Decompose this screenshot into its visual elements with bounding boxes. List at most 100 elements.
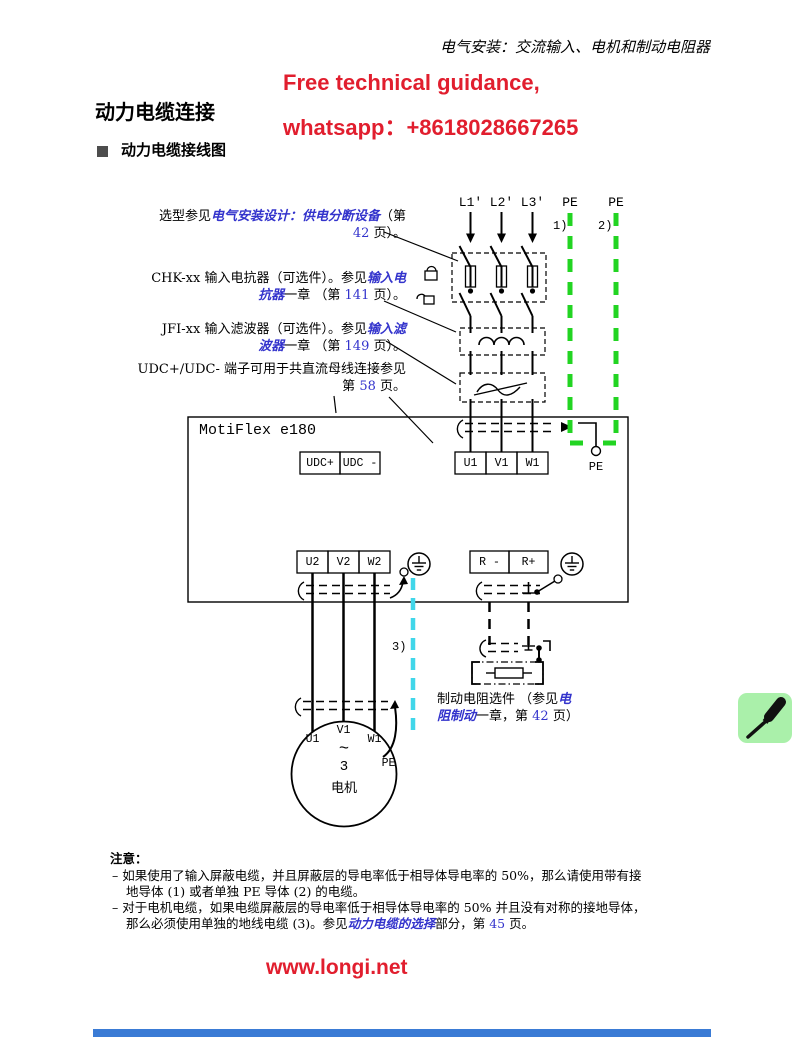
label-l1: L1' xyxy=(458,195,483,210)
supply-arrowheads xyxy=(466,233,537,294)
terminal-u1-label: U1 xyxy=(463,457,478,470)
callout-text: 选型参见 xyxy=(158,209,211,224)
motor-name-label: 电机 xyxy=(330,781,357,796)
input-filter-box xyxy=(459,372,546,403)
callout-text: 页。 xyxy=(375,379,406,394)
terminal-w1-box xyxy=(516,451,549,475)
notes-heading: 注意： xyxy=(110,851,148,866)
note-text: 页。 xyxy=(505,916,535,931)
footnote-ref-2: 2) xyxy=(598,219,613,233)
note-item-2-line-1: – 对于电机电缆，如果电缆屏蔽层的导电率低于相导体导电率的 50% 并且没有对称… xyxy=(112,900,646,915)
motor-symbol-circle xyxy=(290,720,398,828)
motor-u1-label: U1 xyxy=(305,733,320,746)
page-link-141[interactable]: 141 xyxy=(344,288,370,303)
terminal-w1-label: W1 xyxy=(525,457,540,470)
terminal-udc-plus-label: UDC+ xyxy=(306,457,334,470)
page-link-42[interactable]: 42 xyxy=(352,226,370,241)
motor-pe-label: PE xyxy=(381,757,396,770)
promo-text-line1: Free technical guidance, xyxy=(283,70,540,95)
terminal-w2-label: W2 xyxy=(367,556,382,569)
link-supply-disconnect[interactable]: 电气安装设计：供电分断设备 xyxy=(210,209,380,224)
note-text: 那么必须使用单独的地线电缆 (3)。参见 xyxy=(126,916,348,931)
motor-w1-label: W1 xyxy=(367,733,382,746)
motor-tilde-symbol: ~ xyxy=(338,740,350,759)
callout-input-filter: JFI-xx 输入滤波器（可选件）。参见输入滤 波器一章 （第 149 页）。 xyxy=(96,321,406,355)
callout-disconnect: 选型参见电气安装设计：供电分断设备（第 42 页）。 xyxy=(96,208,406,242)
footer-scrollbar[interactable] xyxy=(93,1029,711,1037)
terminal-v2-label: V2 xyxy=(336,556,351,569)
label-pe-2: PE xyxy=(608,195,624,210)
reactor-coil-symbol xyxy=(478,336,525,346)
page-link-42b[interactable]: 42 xyxy=(532,709,549,724)
terminal-udc-minus-label: UDC - xyxy=(342,457,378,470)
callout-text: （第 xyxy=(379,209,406,224)
pe-conductor-2 xyxy=(603,213,619,446)
callout-text: 页）。 xyxy=(369,288,406,303)
running-header: 电气安装：交流输入、电机和制动电阻器 xyxy=(439,38,710,56)
input-reactor-box xyxy=(459,327,546,356)
input-cable-shield xyxy=(456,419,602,457)
footnote-ref-1: 1) xyxy=(553,219,568,233)
terminal-v1-label: V1 xyxy=(494,457,509,470)
link-power-cable-selection[interactable]: 动力电缆的选择 xyxy=(347,916,436,931)
callout-text: 一章 （第 xyxy=(284,339,345,354)
footer-url-link[interactable]: www.longi.net xyxy=(266,956,408,979)
section-bullet-square xyxy=(97,146,108,157)
callout-text: JFI-xx 输入滤波器（可选件）。参见 xyxy=(161,322,367,337)
pe-conductor-1 xyxy=(567,213,584,446)
protective-earth-symbol-left xyxy=(407,552,431,576)
drive-name-label: MotiFlex e180 xyxy=(199,422,317,439)
brake-cable-cores xyxy=(488,602,530,645)
page-link-58[interactable]: 58 xyxy=(359,379,376,394)
tool-badge[interactable] xyxy=(738,693,792,743)
drive-enclosure-box xyxy=(187,416,629,603)
note-text: 部分，第 xyxy=(435,916,490,931)
callout-text: 制动电阻选件 （参见 xyxy=(437,692,559,707)
callout-pointer-lines xyxy=(333,231,459,444)
callout-text: UDC+/UDC- 端子可用于共直流母线连接参见 xyxy=(137,362,406,377)
motor-cable-shield-motor xyxy=(294,697,399,758)
brake-cable-shield-drive xyxy=(475,574,563,601)
pe-conductor-lines xyxy=(567,213,619,446)
link-input-reactor[interactable]: 输入电 xyxy=(366,271,406,286)
filter-symbol xyxy=(473,382,528,396)
label-pe-1: PE xyxy=(562,195,578,210)
link-resistor-braking[interactable]: 电 xyxy=(558,692,572,707)
callout-text: 一章 （第 xyxy=(284,288,345,303)
terminal-r-minus-label: R - xyxy=(479,556,500,569)
terminal-udc-minus-box xyxy=(339,451,381,475)
footnote-ref-3: 3) xyxy=(392,640,407,654)
fuse-symbols xyxy=(464,265,539,288)
protective-earth-symbol-right xyxy=(560,552,584,576)
terminal-r-plus-label: R+ xyxy=(521,556,536,569)
page-link-45[interactable]: 45 xyxy=(489,916,506,931)
link-input-filter[interactable]: 波器 xyxy=(258,339,285,354)
label-l2: L2' xyxy=(489,195,514,210)
terminal-blocks xyxy=(296,451,549,574)
terminal-u2-label: U2 xyxy=(305,556,320,569)
promo-text-line2: whatsapp：+8618028667265 xyxy=(283,115,579,140)
motor-v1-label: V1 xyxy=(336,724,351,737)
label-l3: L3' xyxy=(520,195,545,210)
link-input-reactor[interactable]: 抗器 xyxy=(258,288,285,303)
callout-text: CHK-xx 输入电抗器（可选件）。参见 xyxy=(151,271,367,286)
link-input-filter[interactable]: 输入滤 xyxy=(366,322,406,337)
motor-cable-shield-drive xyxy=(297,567,409,601)
note-item-1-line-2: 地导体 (1) 或者单独 PE 导体 (2) 的电缆。 xyxy=(126,884,366,899)
callout-udc: UDC+/UDC- 端子可用于共直流母线连接参见 第 58 页。 xyxy=(96,361,406,395)
note-item-1-line-1: – 如果使用了输入屏蔽电缆，并且屏蔽层的导电率低于相导体导电率的 50%，那么请… xyxy=(112,868,642,883)
callout-input-reactor: CHK-xx 输入电抗器（可选件）。参见输入电 抗器一章 （第 141 页）。 xyxy=(96,270,406,304)
lockable-switch-icon xyxy=(416,265,438,305)
link-resistor-braking[interactable]: 阻制动 xyxy=(437,709,477,724)
callout-text: 第 xyxy=(342,379,360,394)
terminal-r-plus-box xyxy=(508,550,549,574)
motor-cable-cores xyxy=(311,573,376,732)
optional-component-boxes xyxy=(451,252,547,403)
screwdriver-icon xyxy=(746,697,786,739)
callout-text: 一章，第 xyxy=(476,709,533,724)
page-link-149[interactable]: 149 xyxy=(344,339,370,354)
callout-brake-resistor: 制动电阻选件 （参见电 阻制动一章，第 42 页） xyxy=(437,691,627,725)
brake-resistor-symbol xyxy=(471,661,544,685)
